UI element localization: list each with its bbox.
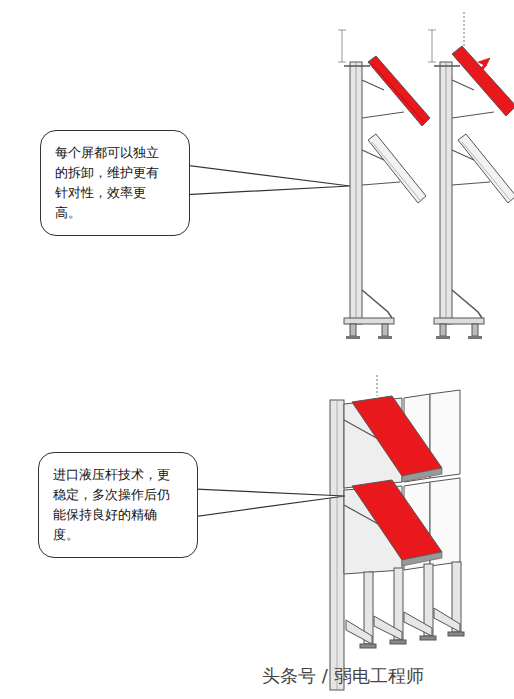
watermark: 头条号 / 弱电工程师	[262, 664, 424, 688]
callout-box: 进口液压杆技术，更稳定，多次操作后仍能保持良好的精确度。	[38, 452, 198, 558]
callout-text: 每个屏都可以独立的拆卸，维护更有针对性，效率更高。	[55, 143, 167, 223]
callout-text: 进口液压杆技术，更稳定，多次操作后仍能保持良好的精确度。	[53, 465, 179, 545]
callout-box: 每个屏都可以独立的拆卸，维护更有针对性，效率更高。	[40, 130, 190, 236]
